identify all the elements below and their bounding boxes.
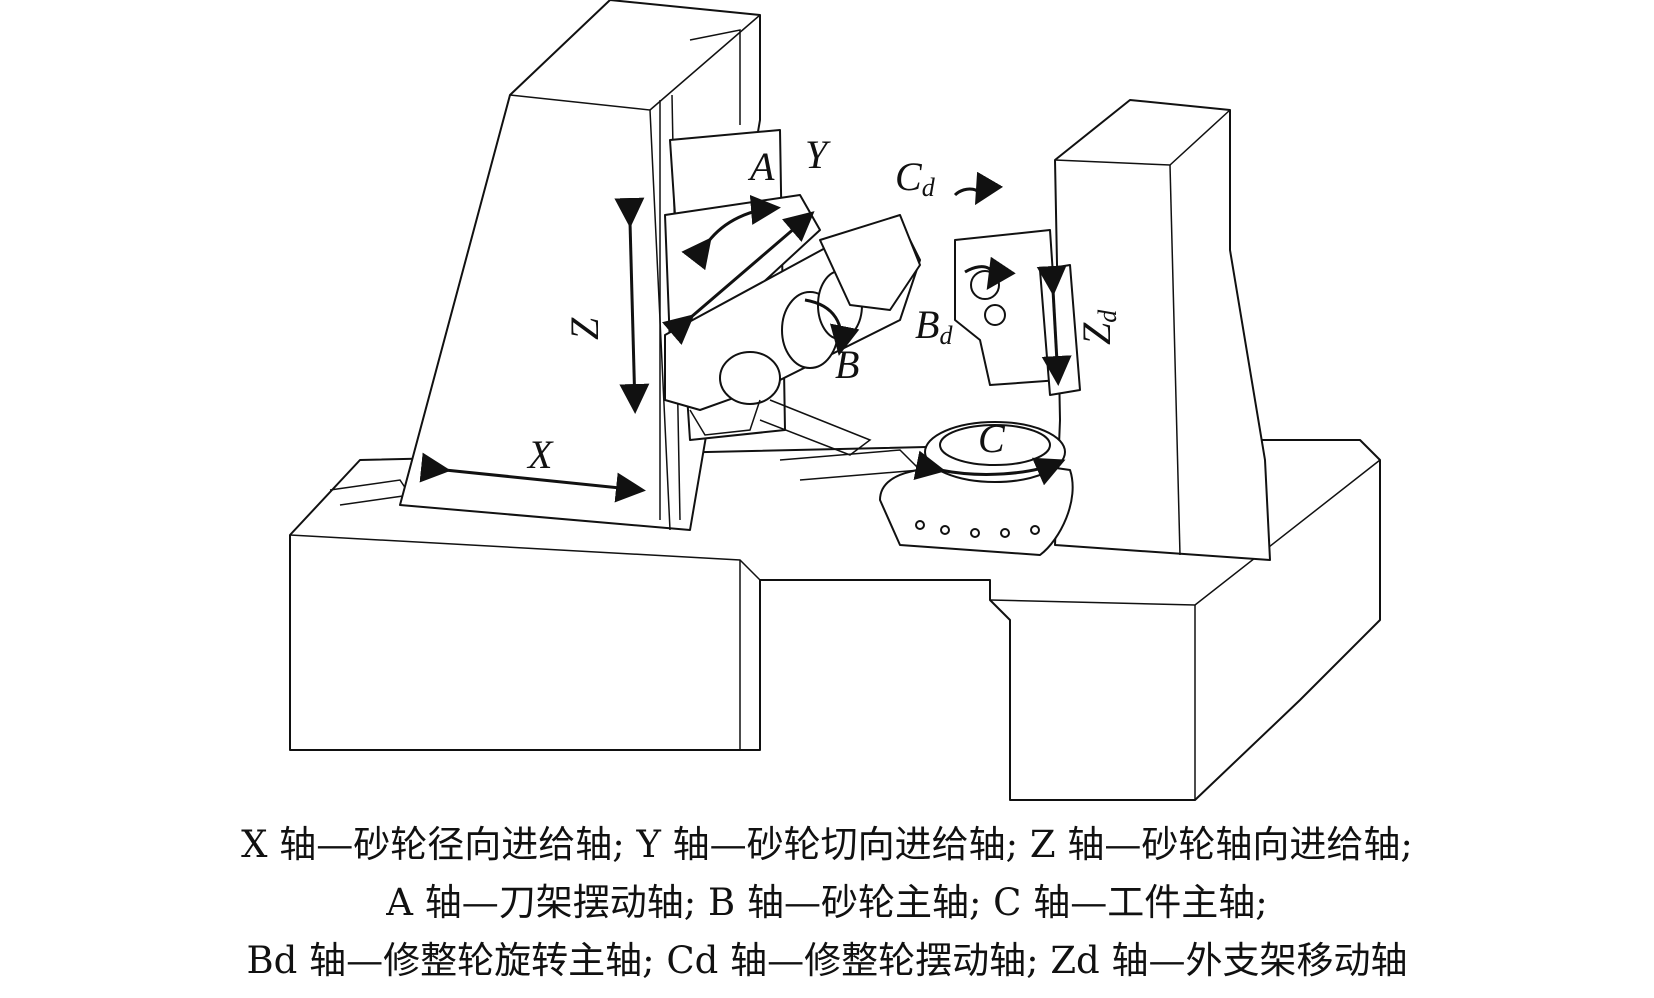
a-axis-label: A: [747, 144, 775, 189]
y-axis-label: Y: [805, 132, 831, 177]
figure-caption: X 轴—砂轮径向进给轴; Y 轴—砂轮切向进给轴; Z 轴—砂轮轴向进给轴; A…: [0, 816, 1654, 990]
caption-line-2: A 轴—刀架摆动轴; B 轴—砂轮主轴; C 轴—工件主轴;: [386, 881, 1268, 924]
y-axis-arrow: [662, 211, 815, 346]
caption-line-3: Bd 轴—修整轮旋转主轴; Cd 轴—修整轮摆动轴; Zd 轴—外支架移动轴: [246, 939, 1408, 982]
motion-arrows: [419, 171, 1072, 503]
machine-diagram: X Y Z A B C Cd Bd Zd: [289, 0, 1381, 801]
cd-axis-arrow: [953, 171, 1004, 206]
zd-axis-arrow: [1036, 265, 1072, 386]
b-axis-arrow: [804, 298, 860, 356]
z-axis-label: Z: [562, 317, 607, 340]
c-axis-label: C: [978, 416, 1006, 461]
axis-labels: X Y Z A B C Cd Bd Zd: [526, 132, 1122, 477]
right-column: [954, 99, 1271, 561]
bd-axis-arrow: [964, 256, 1016, 290]
x-axis-arrow: [419, 452, 646, 503]
z-axis-arrow: [614, 197, 650, 414]
cd-axis-label: Cd: [895, 154, 936, 202]
grinding-machine-drawing: X Y Z A B C Cd Bd Zd: [289, 0, 1381, 801]
c-axis-arrow: [913, 450, 1066, 486]
zd-axis-label: Zd: [1074, 309, 1122, 345]
bd-axis-label: Bd: [915, 302, 953, 350]
b-axis-label: B: [835, 342, 859, 387]
x-axis-label: X: [526, 432, 554, 477]
caption-line-1: X 轴—砂轮径向进给轴; Y 轴—砂轮切向进给轴; Z 轴—砂轮轴向进给轴;: [241, 823, 1413, 866]
